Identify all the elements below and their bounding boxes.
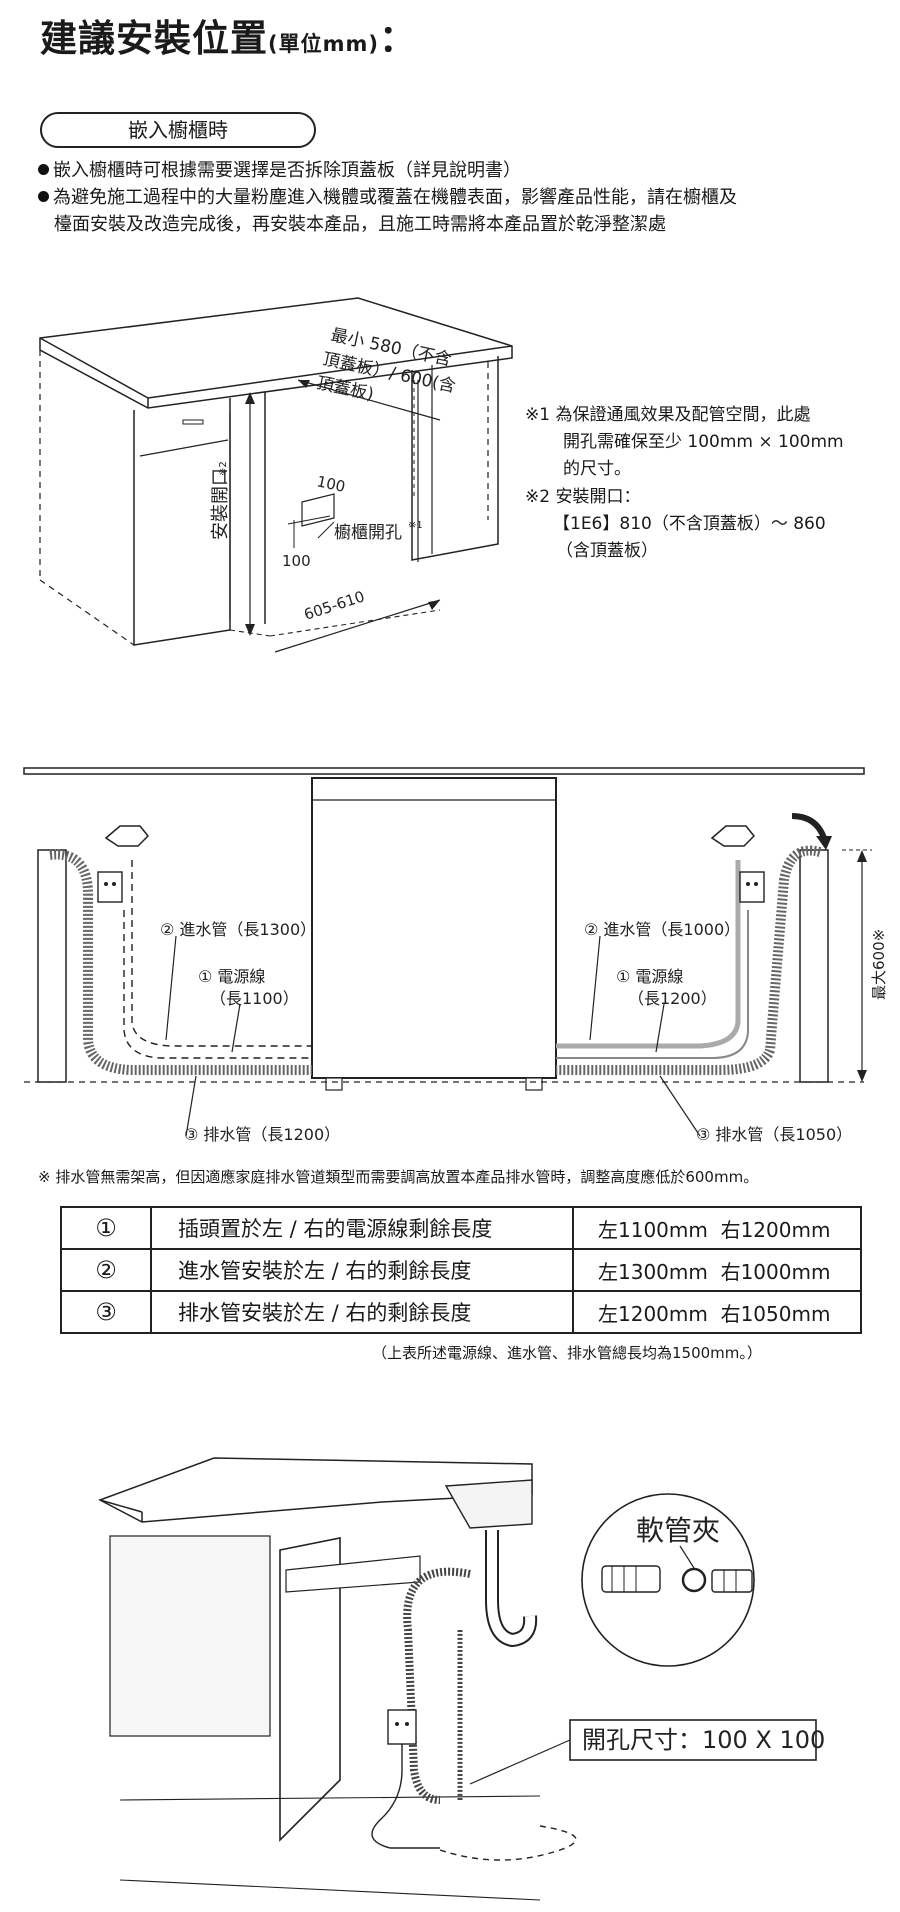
left-power-cord [123,910,312,1059]
left-inlet-label: ② 進水管（長1300） [160,920,316,939]
hose-length-diagram: 最大600※ ② 進水管（長1300） ① 電源線 （長1100） ③ 排水管（… [23,767,888,1144]
right-drain-hose [556,845,822,1075]
right-faucet-icon [710,825,756,847]
drain-height-note: ※ 排水管無需架高，但因適應家庭排水管道類型而需要調高放置本產品排水管時，調整高… [38,1168,759,1186]
bullet-text: 為避免施工過程中的大量粉塵進入機體或覆蓋在機體表面，影響產品性能，請在櫥櫃及 [53,187,737,208]
left-faucet-icon [104,825,150,847]
table-row: ① 插頭置於左 / 右的電源線剩餘長度 左1100mm 右1200mm [60,1206,862,1250]
hose-clamp-label: 軟管夾 [636,1514,720,1547]
width-dimension-label: 605-610 [302,587,367,623]
table-cell-val: 左1200mm 右1050mm [572,1290,862,1334]
cabinet-hole-mark: ※1 [408,520,423,531]
bullet-continuation: 檯面安裝及改造完成後，再安裝本產品，且施工時需將本產品置於乾淨整潔處 [54,214,666,235]
left-outlet-icon [97,871,123,903]
right-drain-label: ③ 排水管（長1050） [696,1125,852,1144]
bullet-item: 為避免施工過程中的大量粉塵進入機體或覆蓋在機體表面，影響產品性能，請在櫥櫃及 [38,184,737,211]
cabinet-hole-label: 櫥櫃開孔 [334,523,402,543]
note-1-line-1: ※1 為保證通風效果及配管空間，此處 [525,405,811,425]
bullet-text: 嵌入櫥櫃時可根據需要選擇是否拆除頂蓋板（詳見說明書） [53,160,521,181]
left-drain-label: ③ 排水管（長1200） [184,1125,340,1144]
right-inlet-label: ② 進水管（長1000） [584,920,740,939]
bullet-dot-icon [38,164,49,175]
hole-height-label: 100 [282,552,311,570]
left-power-label-2: （長1100） [210,989,299,1008]
sink-basin [444,1479,533,1529]
hole-size-label: 開孔尺寸：100 X 100 [582,1726,825,1754]
opening-mark: ※2 [218,461,229,476]
page-title-main: 建議安裝位置 [40,17,268,60]
cabinet-opening-diagram: 安裝開口 ※2 最小 580（不含 頂蓋板）/ 600(含 頂蓋板) 100 1… [39,297,513,653]
table-cell-num: ③ [60,1290,152,1334]
note-1-line-3: 的尺寸。 [563,459,631,479]
note-2-line-1: ※2 安裝開口： [525,487,641,507]
left-drain-hose [49,849,312,1075]
right-power-label-2: （長1200） [628,989,717,1008]
left-inlet-hose [131,860,312,1047]
countertop-bar [23,767,865,775]
page-title-unit: (單位mm) [268,32,379,56]
table-cell-val: 左1100mm 右1200mm [572,1206,862,1250]
right-inlet-hose [556,860,741,1049]
right-power-label-1: ① 電源線 [616,967,683,986]
right-outlet-icon [739,871,765,903]
bullet-item: 嵌入櫥櫃時可根據需要選擇是否拆除頂蓋板（詳見說明書） [38,157,521,184]
table-cell-desc: 排水管安裝於左 / 右的剩餘長度 [150,1290,574,1334]
hole-width-label: 100 [315,472,347,496]
note-2-line-2: 【1E6】810（不含頂蓋板）～ 860 [553,514,826,534]
table-cell-num: ① [60,1206,152,1250]
open-cabinet-door [279,1537,341,1842]
table-cell-num: ② [60,1248,152,1292]
section-label: 嵌入櫥櫃時 [40,112,316,148]
table-row: ③ 排水管安裝於左 / 右的剩餘長度 左1200mm 右1050mm [60,1290,862,1334]
remaining-length-table: ① 插頭置於左 / 右的電源線剩餘長度 左1100mm 右1200mm ② 進水… [60,1206,862,1334]
max-height-label: 最大600※ [870,929,888,1000]
hole-size-label-box [569,1719,817,1761]
curved-arrow-icon [791,813,827,840]
note-2-line-3: （含頂蓋板） [556,541,658,561]
opening-label: 安裝開口 [210,468,231,540]
table-row: ② 進水管安裝於左 / 右的剩餘長度 左1300mm 右1000mm [60,1248,862,1292]
hose-clamp-icon [681,1567,707,1593]
table-cell-val: 左1300mm 右1000mm [572,1248,862,1292]
left-power-label-1: ① 電源線 [198,967,265,986]
table-footnote: （上表所述電源線、進水管、排水管總長均為1500mm。） [372,1344,762,1362]
dishwasher-body [311,777,557,1079]
page-title-colon: ： [378,17,417,60]
page-title: 建議安裝位置(單位mm)： [40,8,417,62]
table-cell-desc: 進水管安裝於左 / 右的剩餘長度 [150,1248,574,1292]
hose-clamp-detail [581,1493,755,1667]
note-1-line-2: 開孔需確保至少 100mm × 100mm [563,432,844,452]
wall-outlet-icon [387,1709,417,1745]
bullet-dot-icon [38,191,49,202]
right-power-cord [556,910,749,1059]
sink-installation-diagram: 軟管夾 開孔尺寸：100 X 100 [98,1457,825,1901]
table-cell-desc: 插頭置於左 / 右的電源線剩餘長度 [150,1206,574,1250]
